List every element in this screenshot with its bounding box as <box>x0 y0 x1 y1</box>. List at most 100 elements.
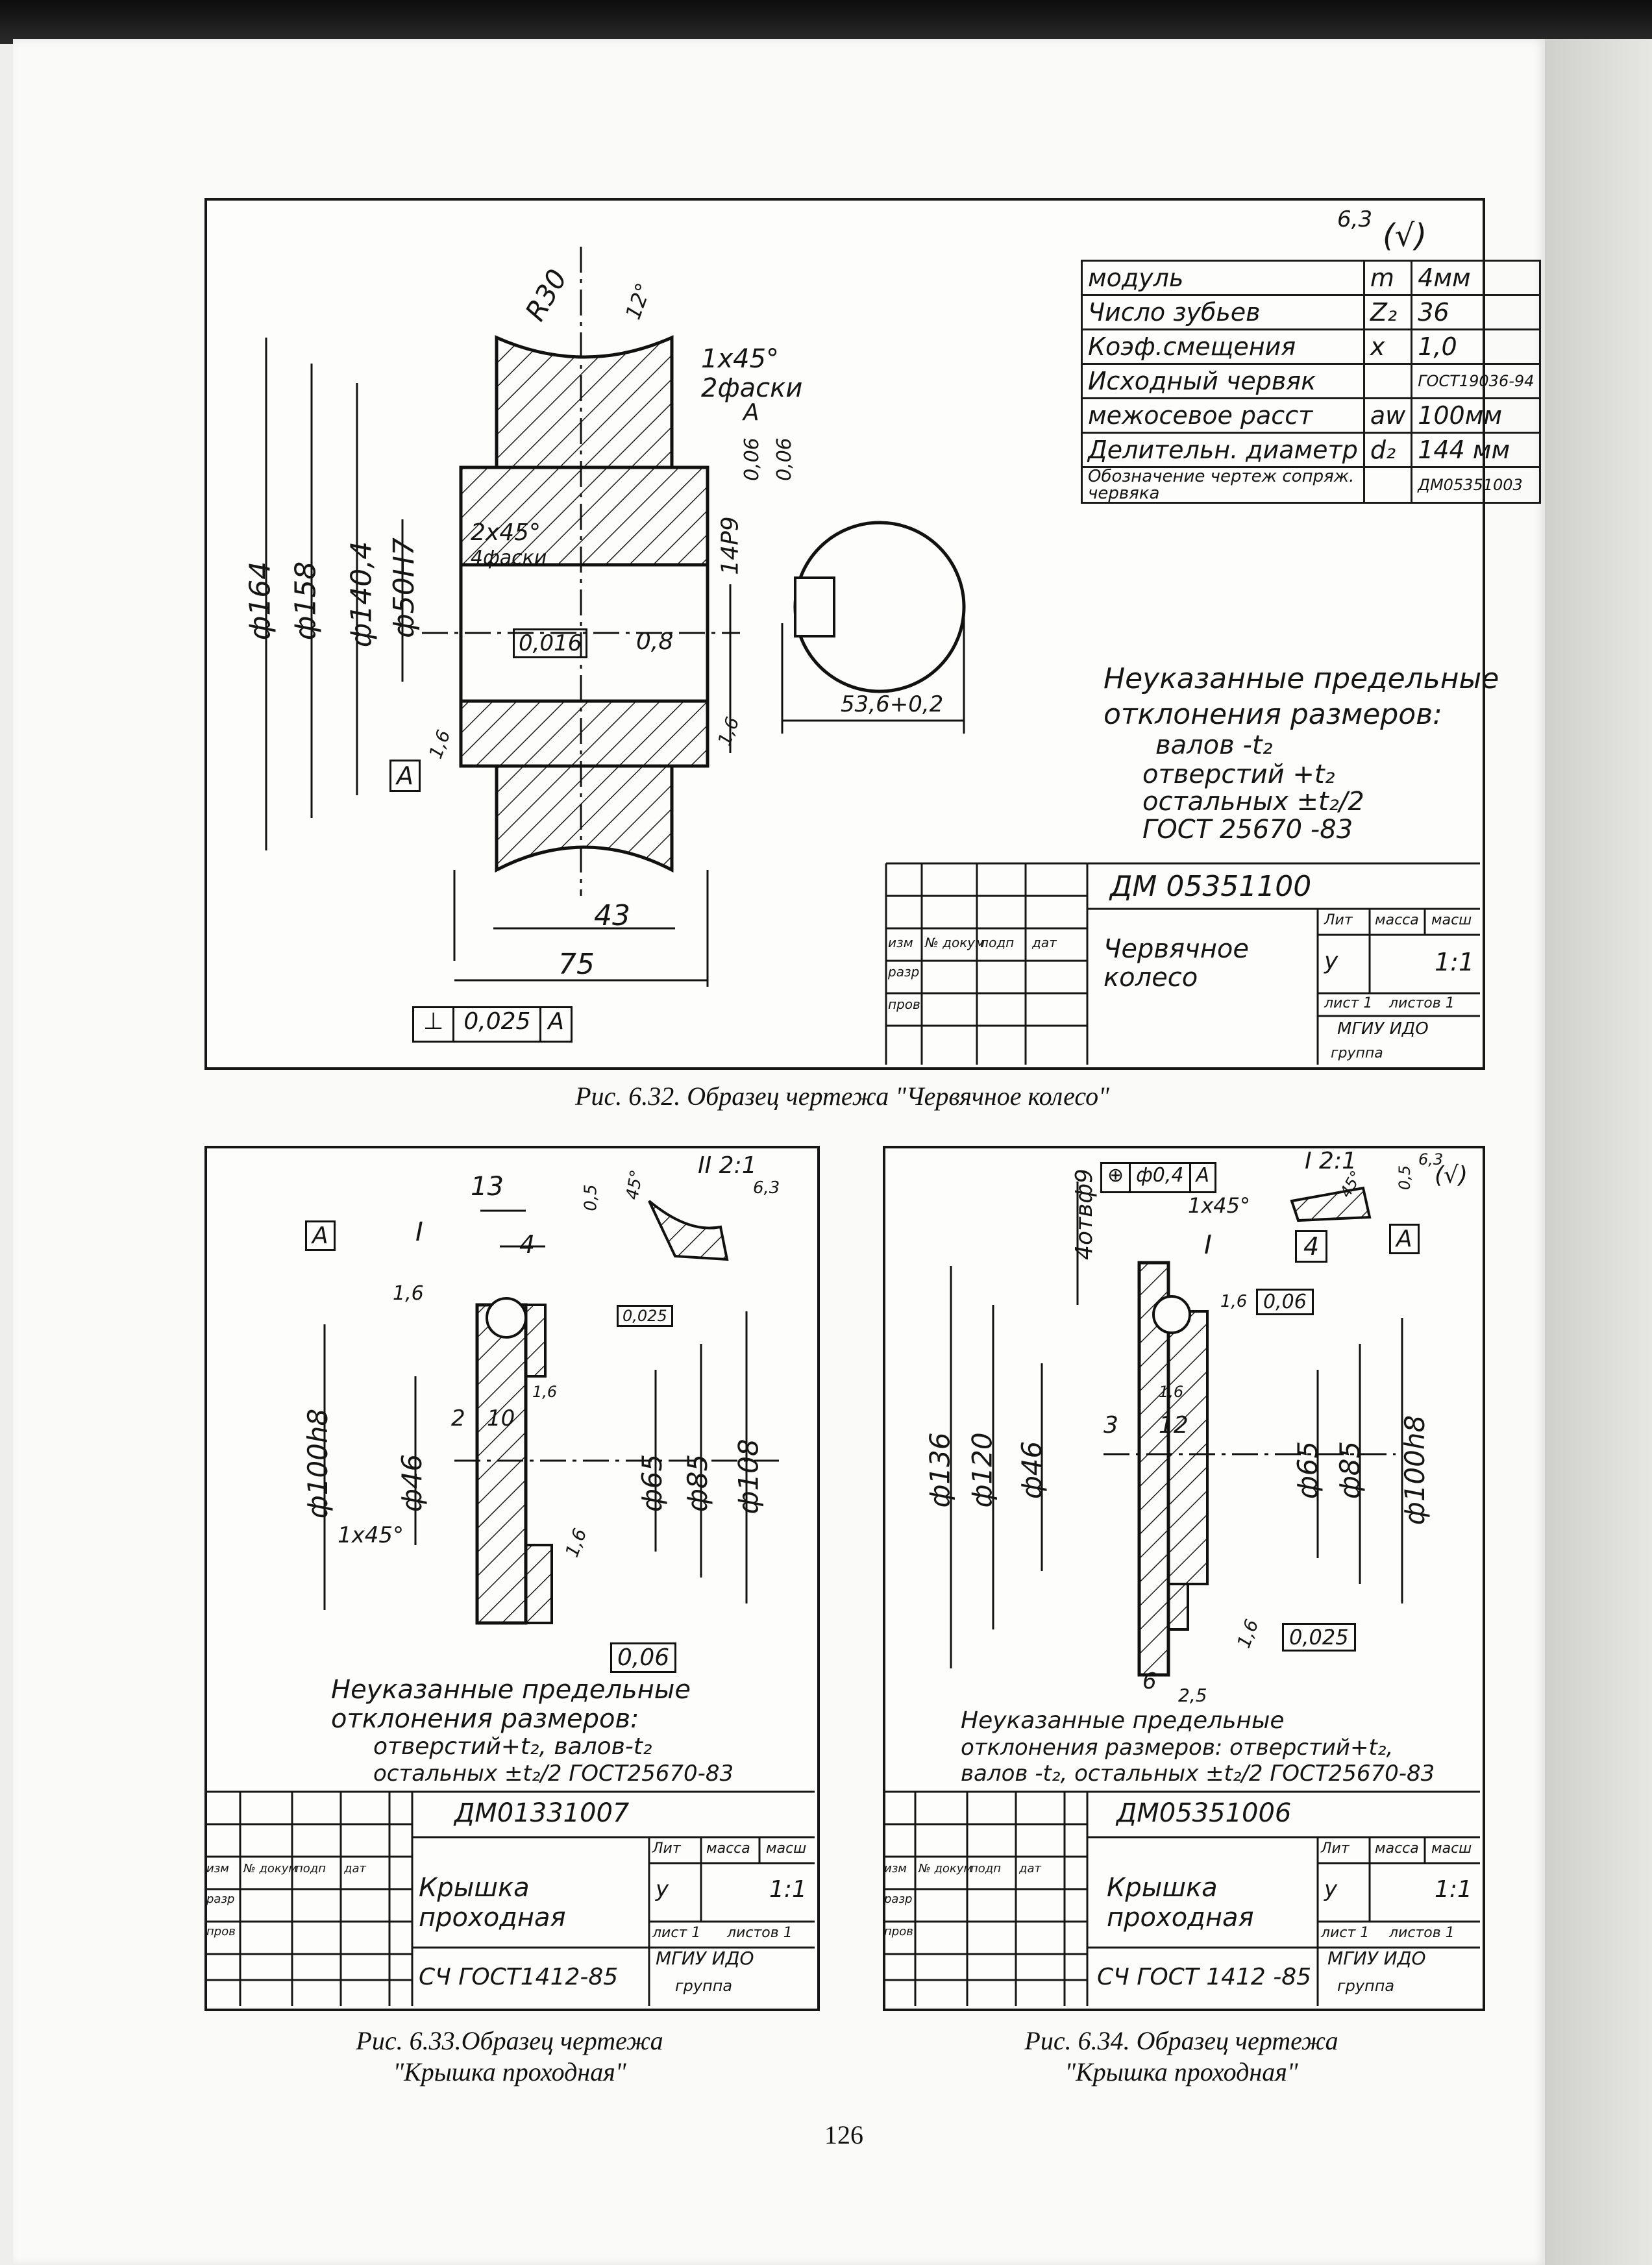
fig33-tb-podp: подп <box>295 1862 326 1875</box>
fig34-chamfer: 1х45° <box>1188 1193 1251 1218</box>
fig32-note-2: валов -t₂ <box>1155 730 1273 760</box>
fig32-name: Червячное колесо <box>1103 934 1249 993</box>
tb-ndok: № докум <box>925 935 985 950</box>
fig34-r16b: 1,6 <box>1159 1383 1184 1401</box>
fig33-tb-lit: Лит <box>652 1840 681 1857</box>
fig34-detail: I 2:1 <box>1305 1148 1357 1174</box>
fig34-d136: ф136 <box>924 1432 956 1508</box>
fig33-r16b: 1,6 <box>532 1383 558 1401</box>
fig33-tb-scale: 1:1 <box>769 1876 807 1903</box>
fig34-tb-dat: дат <box>1019 1862 1041 1875</box>
fig33-tb-sheets: листов 1 <box>727 1925 793 1941</box>
param-val: 36 <box>1411 294 1542 330</box>
fig32-note-0: Неуказанные предельные <box>1103 662 1499 695</box>
fig34-l25: 2,5 <box>1178 1685 1207 1706</box>
fig33-chamfer: 1х45° <box>338 1522 404 1548</box>
fig33-tb-litv: у <box>656 1876 669 1902</box>
fig33-tb-scaleh: масш <box>766 1840 807 1857</box>
tb-lit-v: у <box>1324 948 1338 974</box>
runout-value: 0,016 <box>513 628 588 658</box>
fig33-tb-ndok: № докум <box>243 1862 298 1875</box>
param-sym: aw <box>1362 397 1413 434</box>
fig33-tb-razr: разр <box>206 1892 235 1906</box>
fig34-tb-lit: Лит <box>1321 1840 1350 1857</box>
param-name: межосевое расст <box>1081 397 1365 434</box>
param-val: ГОСТ19036-94 <box>1411 363 1542 399</box>
fig33-note-2: отверстий+t₂, валов-t₂ <box>373 1733 652 1760</box>
perp-frame: ⊥ 0,025 А <box>412 1006 573 1043</box>
dim-chamfer2b: 4фаски <box>471 547 547 569</box>
fig33-tb-prov: пров <box>206 1925 236 1938</box>
fig34-name: Крышка проходная <box>1107 1873 1254 1933</box>
fig33-material: СЧ ГОСТ1412-85 <box>419 1964 619 1990</box>
fig34-d46: ф46 <box>1016 1441 1048 1500</box>
fig34-tb-podp: подп <box>970 1862 1001 1875</box>
tb-sheet: лист 1 <box>1324 995 1373 1011</box>
fig34-tb-group: группа <box>1337 1977 1395 1995</box>
fig33-detail: II 2:1 <box>698 1152 757 1179</box>
fig34-d85: ф85 <box>1334 1441 1366 1500</box>
fig33-l13: 13 <box>471 1172 504 1202</box>
dim-75: 75 <box>558 948 595 981</box>
fig33-r16: 1,6 <box>393 1282 424 1305</box>
fig32-caption: Рис. 6.32. Образец чертежа "Червячное ко… <box>575 1082 1109 1111</box>
fig33-caption-1: Рис. 6.33.Образец чертежа <box>356 2026 663 2055</box>
fig34-tb-litv: у <box>1324 1876 1338 1902</box>
param-name: Исходный червяк <box>1081 363 1365 399</box>
param-name: модуль <box>1081 260 1365 296</box>
fig34-note-1: отклонения размеров: отверстий+t₂, <box>961 1735 1394 1761</box>
fig34-pos-frame: ⊕ ф0,4 А <box>1100 1162 1217 1193</box>
fig34-code: ДМ05351006 <box>1116 1798 1292 1828</box>
fig32-roughness-rest: (√) <box>1383 217 1427 254</box>
fig34-note-0: Неуказанные предельные <box>961 1707 1285 1734</box>
fig34-material: СЧ ГОСТ 1412 -85 <box>1097 1964 1312 1990</box>
fig34-tb-prov: пров <box>884 1925 913 1938</box>
param-name: Число зубьев <box>1081 294 1365 330</box>
wheel-rim-top <box>495 335 674 469</box>
tb-dat: дат <box>1032 935 1057 950</box>
fig32-note-5: ГОСТ 25670 -83 <box>1142 815 1353 845</box>
fig33-l4: 4 <box>519 1230 536 1259</box>
tb-group: группа <box>1331 1045 1383 1061</box>
tb-scale-h: масш <box>1431 912 1472 928</box>
fig33-l2: 2 <box>451 1405 465 1431</box>
fig34-tb-ndok: № докум <box>918 1862 973 1875</box>
fig34-tb-scaleh: масш <box>1431 1840 1472 1857</box>
param-val: ДМ05351003 <box>1411 466 1542 504</box>
fig33-code: ДМ01331007 <box>454 1798 630 1828</box>
fig34-caption-1: Рис. 6.34. Образец чертежа <box>1024 2026 1338 2055</box>
fig34-datum: А <box>1389 1224 1420 1254</box>
fig32-code: ДМ 05351100 <box>1110 870 1312 903</box>
fig33-tolpar: 0,06 <box>610 1642 677 1673</box>
fig33-tb-izm: изм <box>206 1862 229 1875</box>
fig33-tb-mass: масса <box>706 1840 750 1857</box>
fig32-note-4: остальных ±t₂/2 <box>1142 787 1364 817</box>
tb-razr: разр <box>888 964 920 980</box>
perp-symbol: ⊥ <box>414 1008 455 1041</box>
tb-izm: изм <box>888 935 913 950</box>
param-val: 4мм <box>1411 260 1542 296</box>
fig33-datum: А <box>305 1220 336 1251</box>
fig33-tb-group: группа <box>675 1977 733 1995</box>
datum-a-left: А <box>389 760 421 792</box>
fig32-note-1: отклонения размеров: <box>1103 698 1442 731</box>
param-sym: d₂ <box>1362 432 1413 468</box>
fig34-tb-izm: изм <box>884 1862 907 1875</box>
param-name: Коэф.смещения <box>1081 328 1365 365</box>
fig34-l12: 12 <box>1159 1412 1189 1439</box>
fig34-d65: ф65 <box>1292 1441 1324 1500</box>
fig34-d100: ф100h8 <box>1399 1415 1431 1526</box>
tb-mass: масса <box>1375 912 1419 928</box>
tb-lit: Лит <box>1324 912 1353 928</box>
page-number: 126 <box>824 2120 863 2149</box>
fig34-mark-i: I <box>1204 1230 1212 1260</box>
fig34-roughness: 6,3 <box>1418 1150 1444 1169</box>
fig34-tb-razr: разр <box>884 1892 913 1906</box>
param-val: 100мм <box>1411 397 1542 434</box>
scan-top-edge <box>0 0 1652 44</box>
fig34-note-2: валов -t₂, остальных ±t₂/2 ГОСТ25670-83 <box>961 1761 1435 1787</box>
datum-a-top: А <box>743 399 759 426</box>
param-name: Делительн. диаметр <box>1081 432 1365 468</box>
